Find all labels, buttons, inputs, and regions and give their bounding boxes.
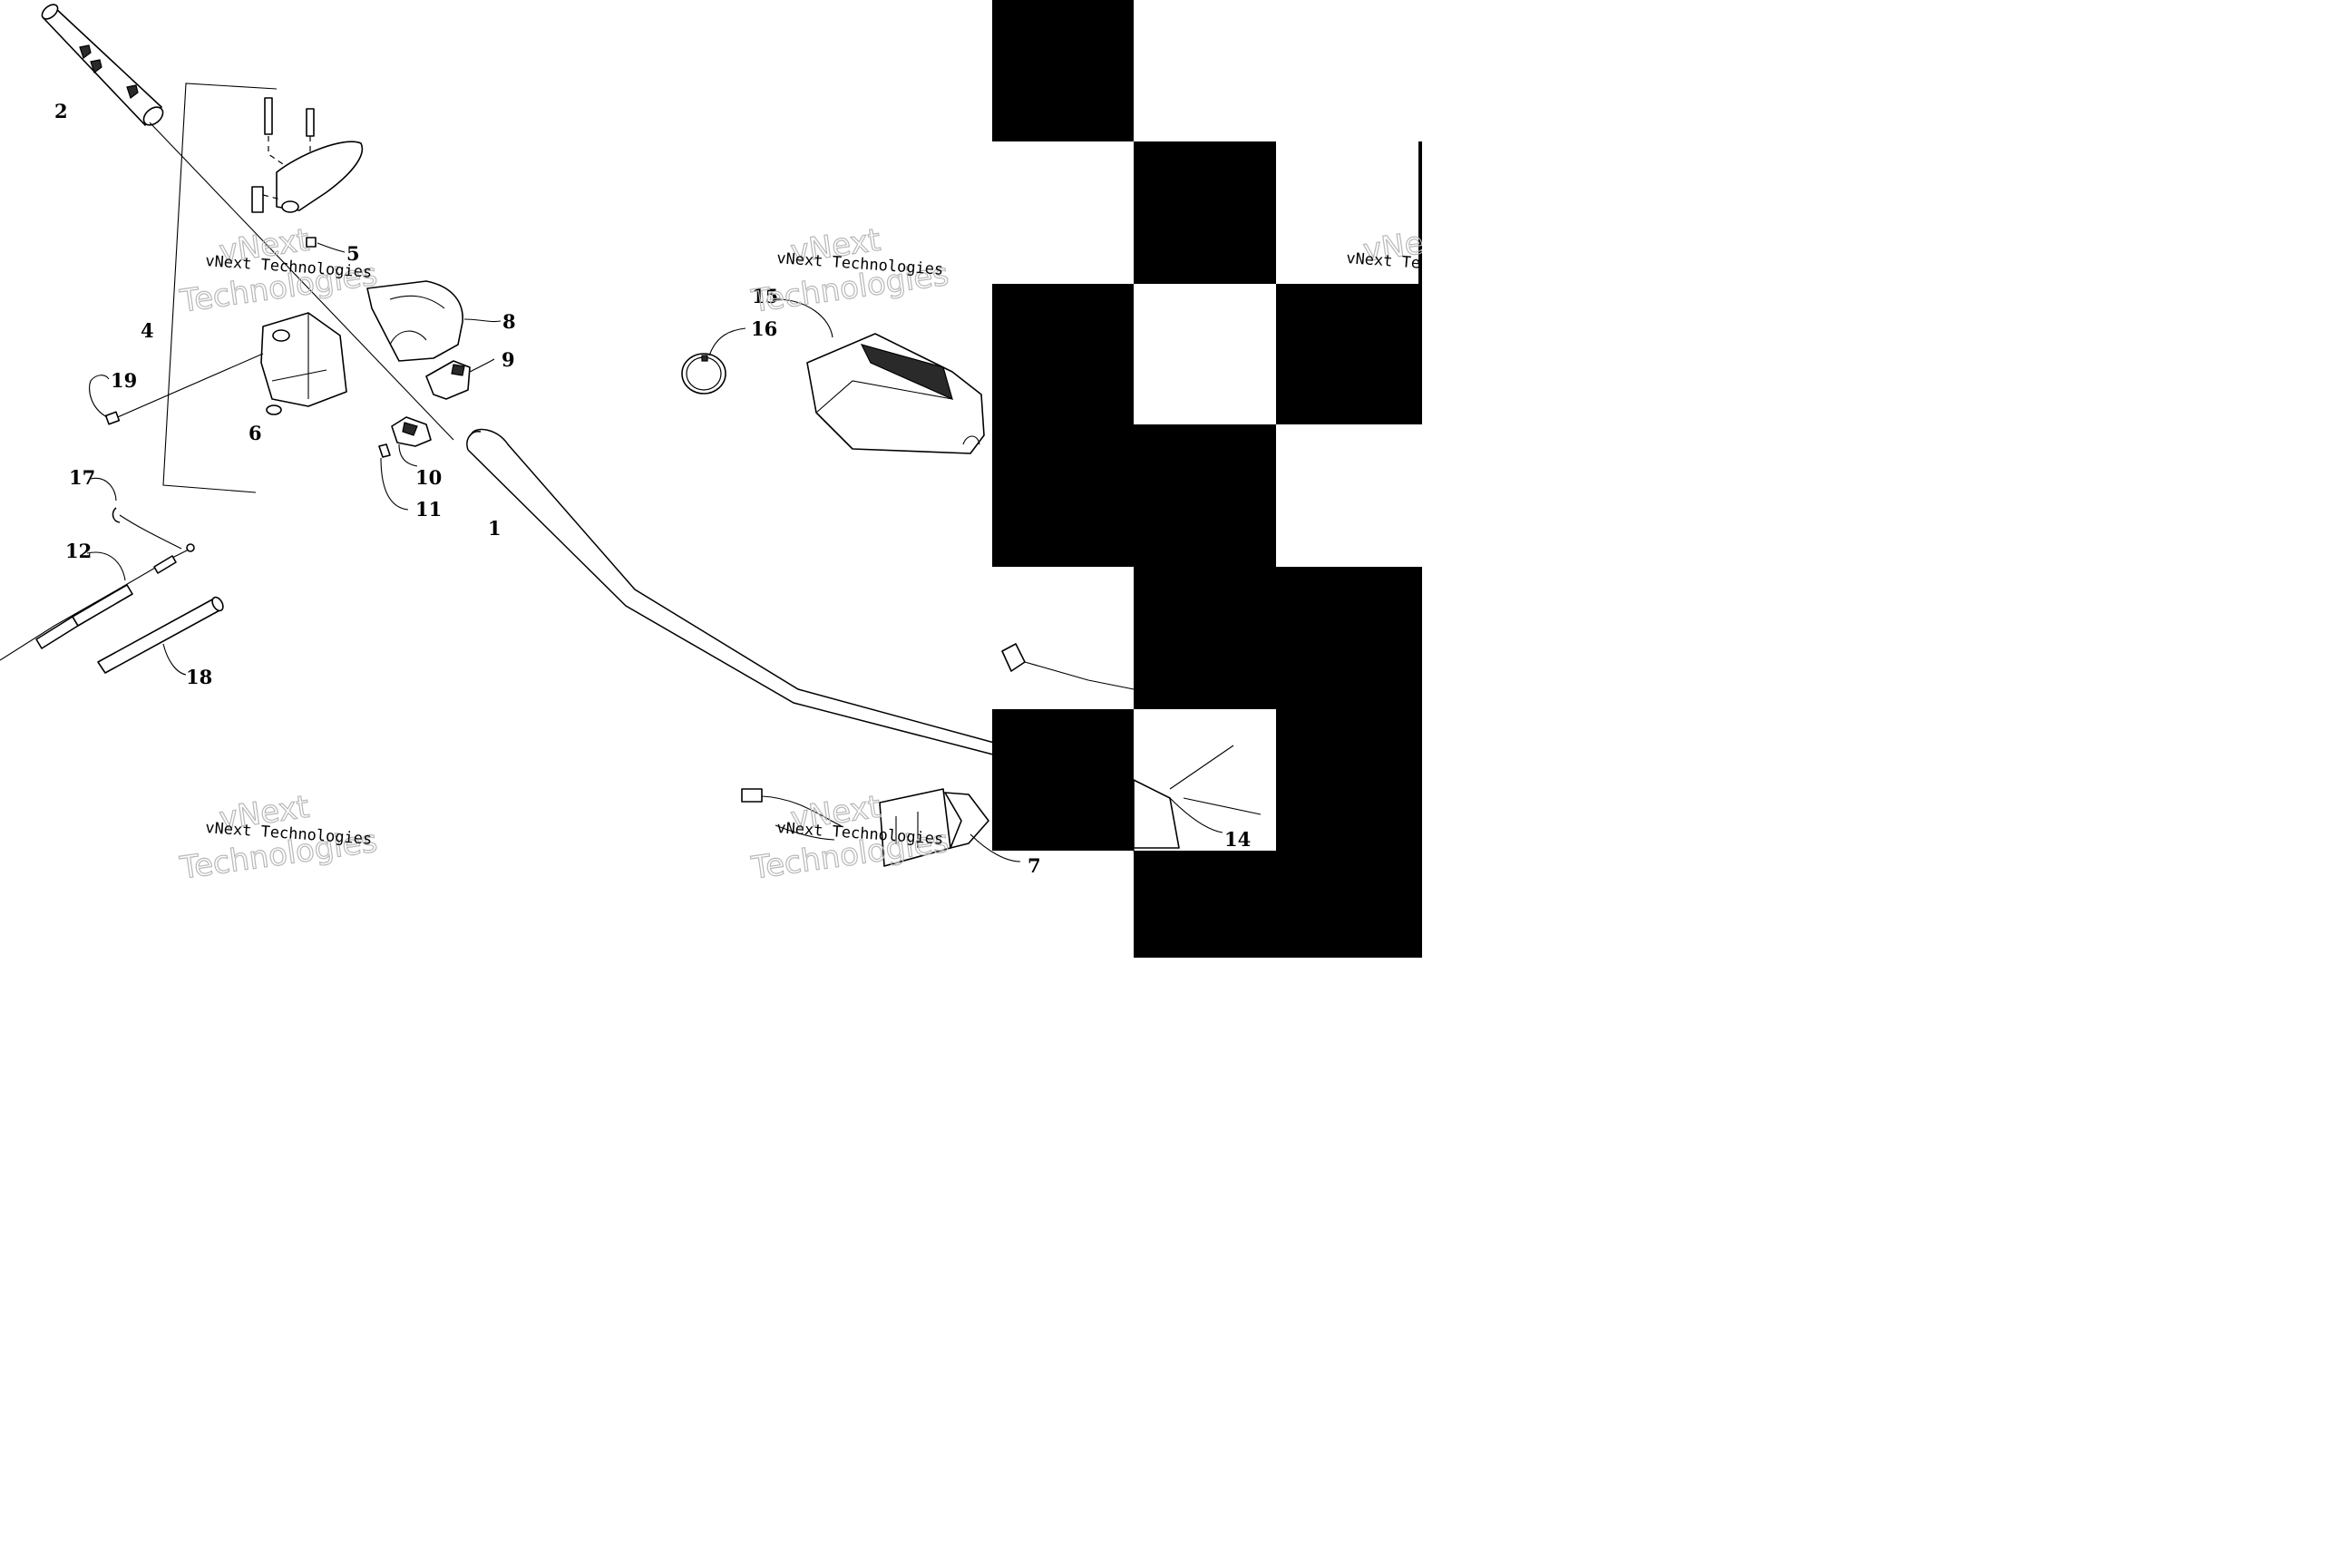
callout-4: 4 [141,319,154,342]
housing-part [366,280,502,362]
throttle-cable-part [0,477,195,661]
callout-1: 1 [488,517,502,540]
callout-8: 8 [502,310,516,333]
occlusion-block [992,284,1134,567]
occlusion-block [1276,709,1422,851]
occlusion-edge [1418,141,1422,284]
band-part [681,327,746,394]
callout-15: 15 [752,285,778,307]
occlusion-block [1134,851,1422,958]
callout-18: 18 [186,666,212,688]
occlusion-block [992,709,1134,851]
grip-heater-part [741,788,1021,867]
handlebar-part [466,428,999,755]
hand-guard-part [775,298,985,454]
switch-housing-part [260,312,347,415]
callout-12: 12 [65,540,92,562]
callout-17: 17 [69,466,95,489]
occlusion-block [1134,424,1276,567]
callout-16: 16 [751,317,777,340]
grip-part [41,4,454,441]
callout-2: 2 [54,100,68,122]
occlusion-block [1134,141,1276,284]
bolt-part [89,353,264,425]
occlusion-blocks [992,0,1422,958]
sleeve-part [97,596,224,676]
assembly-bracket [162,83,278,493]
callout-5: 5 [346,242,360,265]
callout-19: 19 [111,369,137,392]
watermark-partial: vNe [1361,225,1422,269]
occlusion-block [1134,567,1422,709]
occlusion-block [1276,284,1422,424]
callout-6: 6 [248,422,262,444]
callout-10: 10 [415,466,442,489]
throttle-lever-part [251,97,364,253]
callout-7: 7 [1028,854,1041,877]
occlusion-block [992,0,1134,141]
switch-part [425,358,495,400]
callout-14: 14 [1224,828,1251,851]
callout-11: 11 [415,498,442,521]
parts-diagram: 1 2 4 5 6 7 8 9 10 11 12 14 15 16 17 18 … [0,0,1422,958]
small-switch-part [378,416,432,511]
callout-9: 9 [502,348,515,371]
